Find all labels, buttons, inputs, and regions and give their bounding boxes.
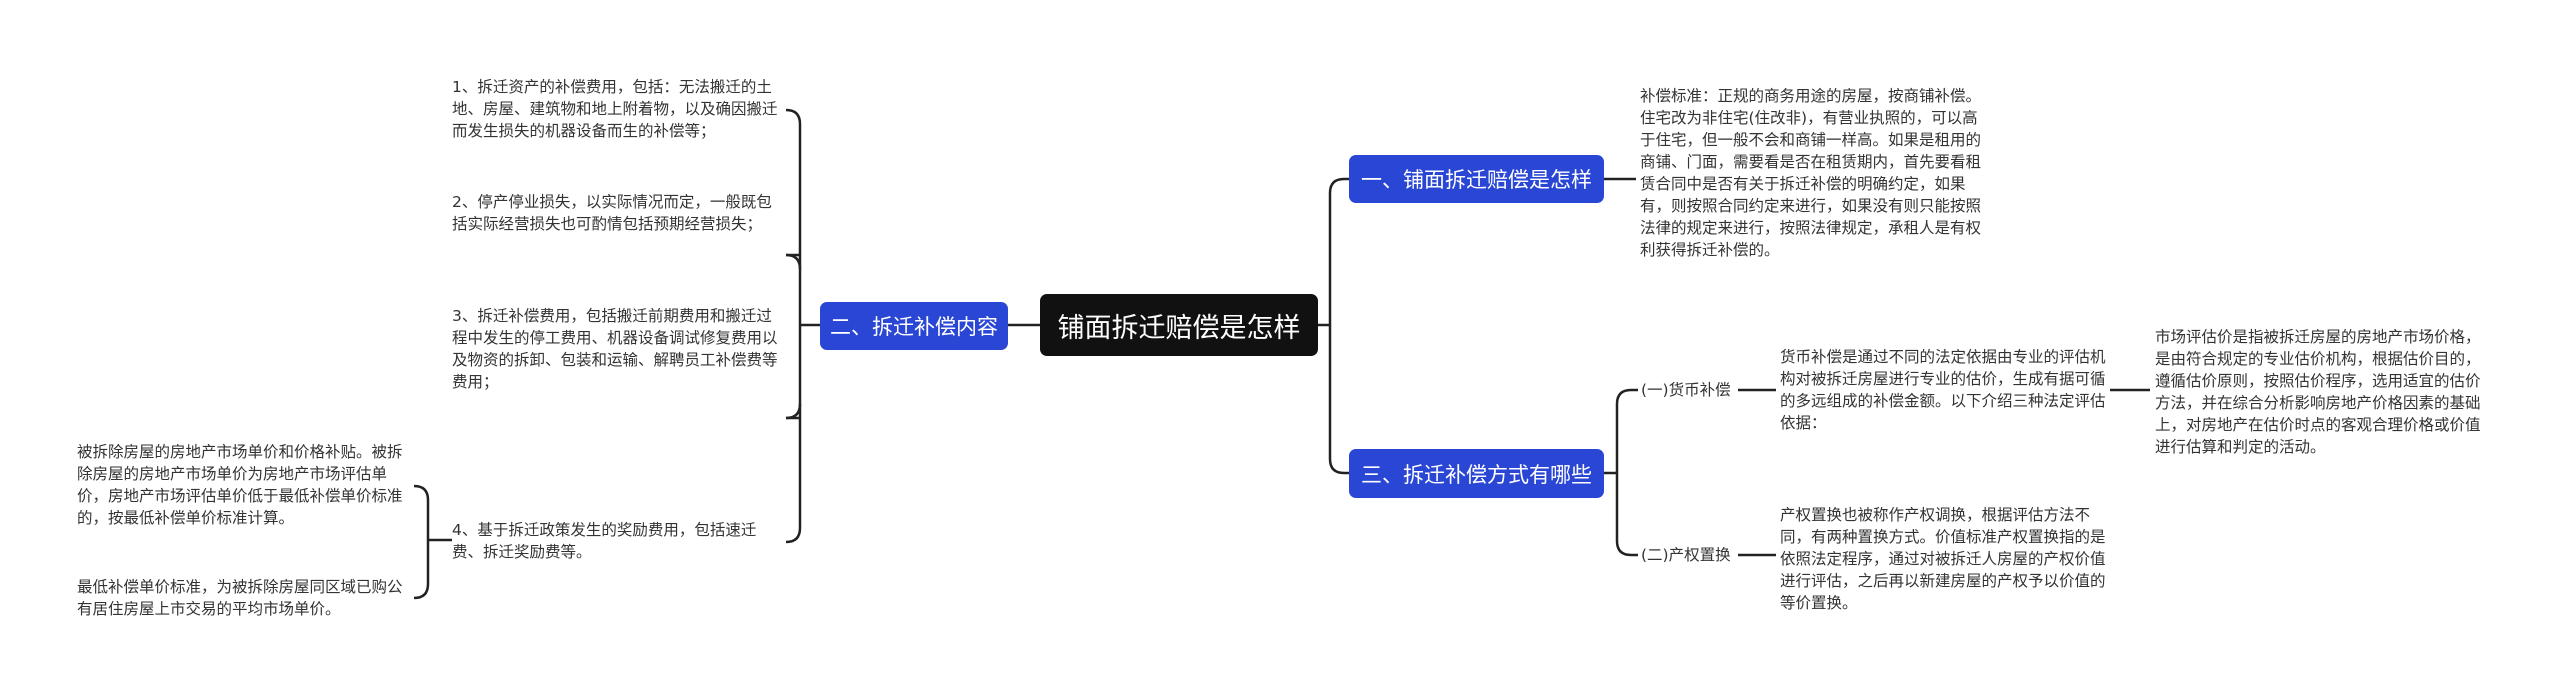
root-label: 铺面拆迁赔偿是怎样	[1057, 312, 1301, 344]
branch-node-content[interactable]: 二、拆迁补偿内容	[820, 302, 1008, 350]
sub-node-property-swap[interactable]: (二)产权置换	[1641, 546, 1731, 564]
sub-node-monetary[interactable]: (一)货币补偿	[1641, 381, 1731, 399]
content-item-2: 2、停产停业损失，以实际情况而定，一般既包括实际经营损失也可酌情包括预期经营损失…	[452, 193, 772, 233]
shop-compensation-text: 补偿标准：正规的商务用途的房屋，按商铺补偿。住宅改为非住宅(住改非)，有营业执照…	[1640, 87, 1982, 259]
content-item-3: 3、拆迁补偿费用，包括搬迁前期费用和搬迁过程中发生的停工费用、机器设备调试修复费…	[452, 307, 778, 391]
property-swap-text: 产权置换也被称作产权调换，根据评估方法不同，有两种置换方式。价值标准产权置换指的…	[1780, 506, 2106, 612]
branch-label: 一、铺面拆迁赔偿是怎样	[1361, 168, 1592, 192]
root-node[interactable]: 铺面拆迁赔偿是怎样	[1040, 294, 1318, 356]
branch-node-methods[interactable]: 三、拆迁补偿方式有哪些	[1349, 449, 1604, 498]
item4-child-2: 最低补偿单价标准，为被拆除房屋同区域已购公有居住房屋上市交易的平均市场单价。	[77, 578, 403, 618]
item4-child-1: 被拆除房屋的房地产市场单价和价格补贴。被拆除房屋的房地产市场单价为房地产市场评估…	[77, 443, 403, 527]
branch-node-shop[interactable]: 一、铺面拆迁赔偿是怎样	[1349, 155, 1604, 203]
branch-label: 三、拆迁补偿方式有哪些	[1361, 462, 1592, 487]
content-item-1: 1、拆迁资产的补偿费用，包括：无法搬迁的土地、房屋、建筑物和地上附着物，以及确因…	[452, 78, 778, 140]
market-valuation-text: 市场评估价是指被拆迁房屋的房地产市场价格，是由符合规定的专业估价机构，根据估价目…	[2155, 328, 2481, 456]
content-item-4: 4、基于拆迁政策发生的奖励费用，包括速迁费、拆迁奖励费等。	[452, 521, 757, 561]
monetary-text: 货币补偿是通过不同的法定依据由专业的评估机构对被拆迁房屋进行专业的估价，生成有据…	[1780, 348, 2106, 432]
branch-label: 二、拆迁补偿内容	[830, 315, 998, 339]
